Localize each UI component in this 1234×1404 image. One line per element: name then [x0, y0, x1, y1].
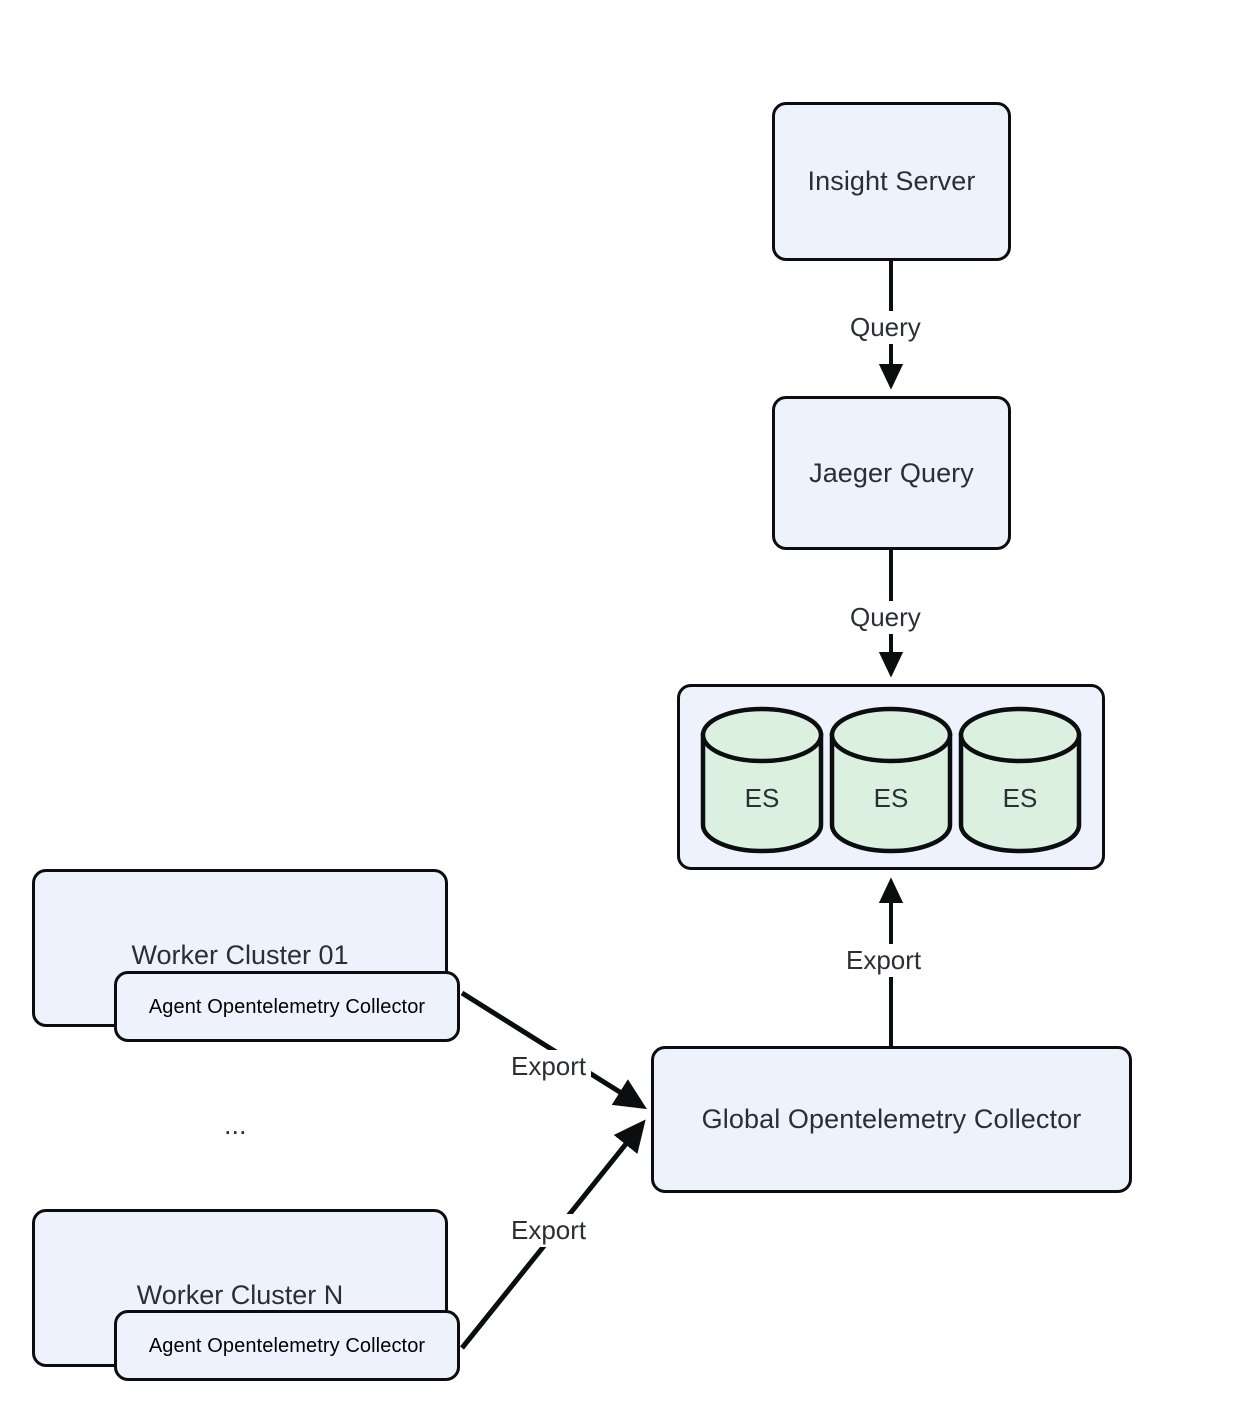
node-es-3[interactable]: ES: [957, 705, 1083, 854]
edge-label-export-es: Export: [841, 944, 927, 977]
database-cylinder-icon: [700, 706, 824, 854]
node-agent-opentelemetry-collector-n-label: Agent Opentelemetry Collector: [148, 1334, 426, 1357]
edge-label-query-1: Query: [845, 311, 926, 344]
es-cluster-container: ES ES ES: [677, 684, 1105, 870]
edge-label-export-worker-n: Export: [506, 1214, 592, 1247]
edge-label-query-2: Query: [845, 601, 926, 634]
database-cylinder-icon: [829, 706, 953, 854]
node-agent-opentelemetry-collector-01-label: Agent Opentelemetry Collector: [148, 995, 426, 1018]
database-cylinder-icon: [958, 706, 1082, 854]
edge-label-export-worker-01: Export: [506, 1050, 592, 1083]
node-agent-opentelemetry-collector-n[interactable]: Agent Opentelemetry Collector: [114, 1310, 460, 1381]
node-global-opentelemetry-collector[interactable]: Global Opentelemetry Collector: [651, 1046, 1132, 1193]
node-es-1[interactable]: ES: [699, 705, 825, 854]
node-es-2-label: ES: [873, 783, 909, 813]
node-agent-opentelemetry-collector-01[interactable]: Agent Opentelemetry Collector: [114, 971, 460, 1042]
clusters-ellipsis: ...: [224, 1110, 247, 1140]
node-insight-server-label: Insight Server: [807, 166, 976, 197]
node-jaeger-query[interactable]: Jaeger Query: [772, 396, 1011, 550]
node-es-1-label: ES: [744, 783, 780, 813]
subgraph-worker-cluster-n-title: Worker Cluster N: [136, 1280, 344, 1310]
subgraph-worker-cluster-01-title: Worker Cluster 01: [131, 940, 349, 970]
node-jaeger-query-label: Jaeger Query: [809, 457, 974, 488]
node-insight-server[interactable]: Insight Server: [772, 102, 1011, 261]
node-global-opentelemetry-collector-label: Global Opentelemetry Collector: [701, 1104, 1082, 1135]
node-es-3-label: ES: [1002, 783, 1038, 813]
node-es-2[interactable]: ES: [828, 705, 954, 854]
